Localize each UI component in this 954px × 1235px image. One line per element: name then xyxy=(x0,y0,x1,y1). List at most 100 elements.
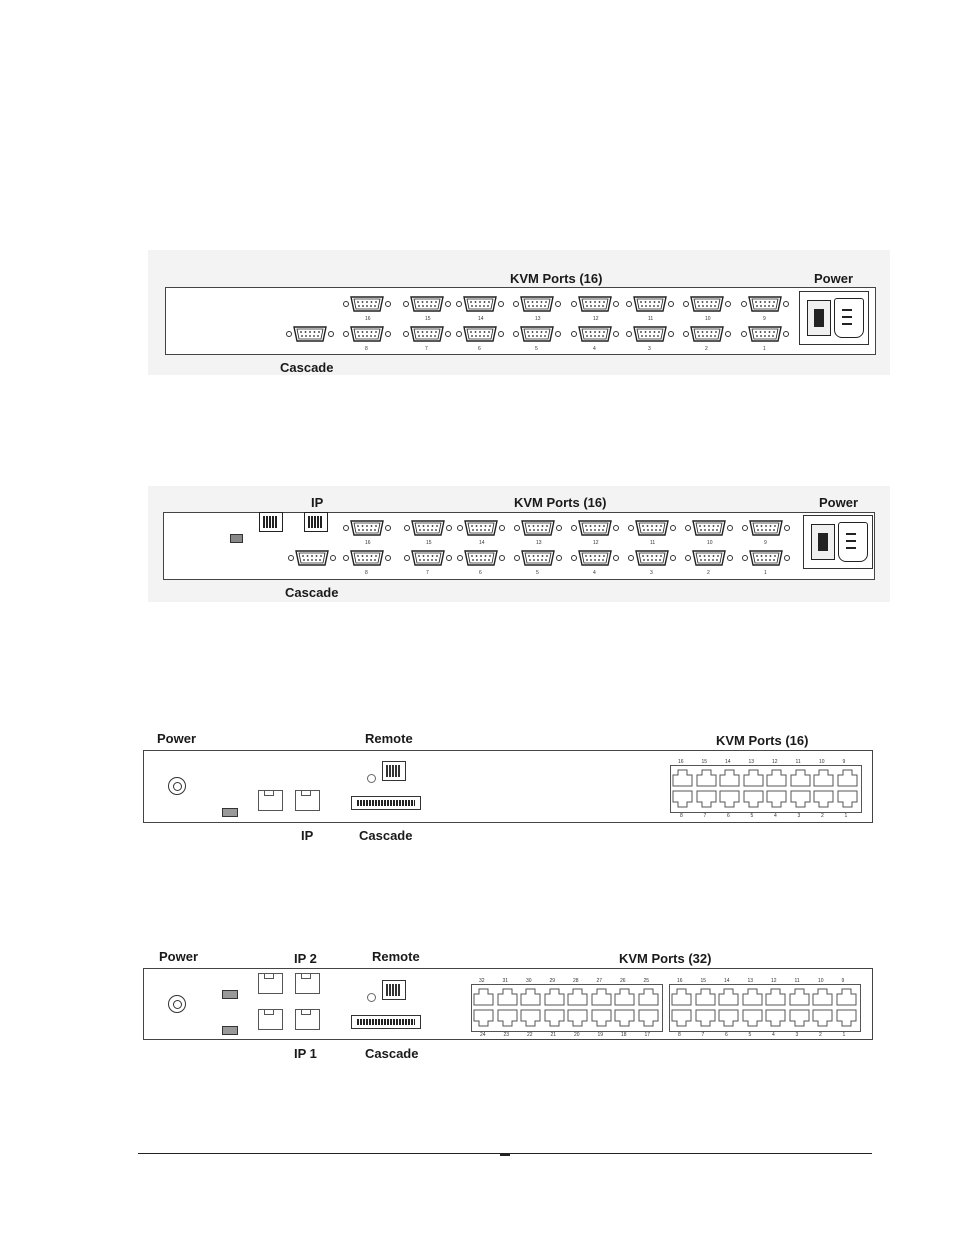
port-number: 19 xyxy=(597,1032,604,1038)
rj45-port xyxy=(743,790,764,808)
panel3-ip-port-b xyxy=(295,790,320,811)
panel3-power-label: Power xyxy=(157,731,197,746)
rj45-port xyxy=(520,1009,541,1027)
panel4-cascade-connector xyxy=(351,1015,421,1029)
vga-port xyxy=(741,519,791,537)
port-number: 22 xyxy=(527,1032,533,1038)
port-number: 8 xyxy=(365,570,368,576)
vga-port xyxy=(570,549,620,567)
rj45-port xyxy=(473,1009,494,1027)
rj45-block xyxy=(471,984,663,1032)
vga-port xyxy=(740,295,790,313)
rj45-port xyxy=(696,769,717,787)
panel1-ac-socket xyxy=(834,298,864,338)
vga-port xyxy=(456,549,506,567)
panel2-ac-socket xyxy=(838,522,868,562)
panel4-remote-led-icon xyxy=(367,993,376,1002)
port-number: 14 xyxy=(724,978,730,984)
vga-port xyxy=(570,325,620,343)
rj45-port xyxy=(695,988,716,1006)
vga-port xyxy=(682,325,732,343)
panel2-power-label: Power xyxy=(819,495,859,510)
port-number: 10 xyxy=(707,540,713,546)
vga-port xyxy=(403,519,453,537)
panel2-ip-port-b xyxy=(304,512,328,532)
port-number: 9 xyxy=(841,978,845,984)
panel3-kvm-ports-label: KVM Ports (16) xyxy=(716,733,809,748)
panel3-remote-port xyxy=(382,761,406,781)
port-number: 10 xyxy=(705,316,711,322)
port-number: 14 xyxy=(478,316,484,322)
panel4-cascade-label: Cascade xyxy=(365,1046,419,1061)
rj45-port xyxy=(743,769,764,787)
vga-port xyxy=(402,325,452,343)
port-number: 13 xyxy=(748,759,755,765)
panel4-remote-label: Remote xyxy=(372,949,420,964)
rj45-port xyxy=(837,790,858,808)
port-number: 28 xyxy=(573,978,579,984)
vga-port xyxy=(456,519,506,537)
port-number: 10 xyxy=(819,759,825,765)
panel4-ip1-port-a xyxy=(258,1009,283,1030)
panel4-ip1-port-b xyxy=(295,1009,320,1030)
rj45-port xyxy=(812,1009,833,1027)
panel3-usb-icon xyxy=(222,808,238,817)
port-number: 15 xyxy=(426,540,432,546)
panel4-usb-icon-bottom xyxy=(222,1026,238,1035)
panel2-cascade-label: Cascade xyxy=(285,585,339,600)
panel4-remote-port xyxy=(382,980,406,1000)
socket-pin-icon xyxy=(842,323,852,325)
rj45-port xyxy=(671,988,692,1006)
rj45-port xyxy=(672,769,693,787)
panel3-remote-led-icon xyxy=(367,774,376,783)
port-number: 12 xyxy=(593,540,599,546)
panel4-ip2-port-b xyxy=(295,973,320,994)
rj45-port xyxy=(790,769,811,787)
port-number: 20 xyxy=(574,1032,580,1038)
rj45-port xyxy=(742,1009,763,1027)
port-number: 11 xyxy=(794,978,800,984)
port-number: 8 xyxy=(365,346,368,352)
vga-port xyxy=(627,549,677,567)
panel1-power-inlet xyxy=(799,291,869,345)
rj45-port xyxy=(497,988,518,1006)
port-number: 4 xyxy=(772,1032,775,1038)
cascade-vga-port xyxy=(287,549,337,567)
panel3-cascade-connector xyxy=(351,796,421,810)
rj45-port xyxy=(789,1009,810,1027)
port-number: 6 xyxy=(479,570,482,576)
rj45-port xyxy=(696,790,717,808)
port-number: 14 xyxy=(725,759,731,765)
panel3-remote-label: Remote xyxy=(365,731,413,746)
port-number: 6 xyxy=(727,813,730,819)
port-number: 5 xyxy=(535,346,538,352)
port-number: 11 xyxy=(648,316,654,322)
rj45-port xyxy=(742,988,763,1006)
port-number: 7 xyxy=(703,813,707,819)
panel4-ip2-label: IP 2 xyxy=(294,951,317,966)
port-number: 16 xyxy=(678,759,684,765)
rj45-port xyxy=(813,769,834,787)
vga-port xyxy=(342,549,392,567)
panel2-power-inlet xyxy=(803,515,873,569)
port-number: 6 xyxy=(725,1032,728,1038)
port-number: 13 xyxy=(535,316,541,322)
vga-port xyxy=(342,295,392,313)
port-number: 29 xyxy=(549,978,556,984)
panel4-kvm-ports-label: KVM Ports (32) xyxy=(619,951,712,966)
vga-port xyxy=(741,549,791,567)
port-number: 9 xyxy=(764,540,767,546)
port-number: 24 xyxy=(480,1032,486,1038)
port-number: 14 xyxy=(479,540,485,546)
port-number: 30 xyxy=(526,978,532,984)
rj45-port xyxy=(812,988,833,1006)
port-number: 15 xyxy=(700,978,707,984)
port-number: 5 xyxy=(748,1032,752,1038)
rj45-port xyxy=(719,769,740,787)
port-number: 12 xyxy=(772,759,778,765)
rj45-port xyxy=(591,988,612,1006)
port-number: 1 xyxy=(763,346,766,352)
panel2-ip-port-a xyxy=(259,512,283,532)
port-number: 5 xyxy=(750,813,754,819)
port-number: 9 xyxy=(763,316,766,322)
